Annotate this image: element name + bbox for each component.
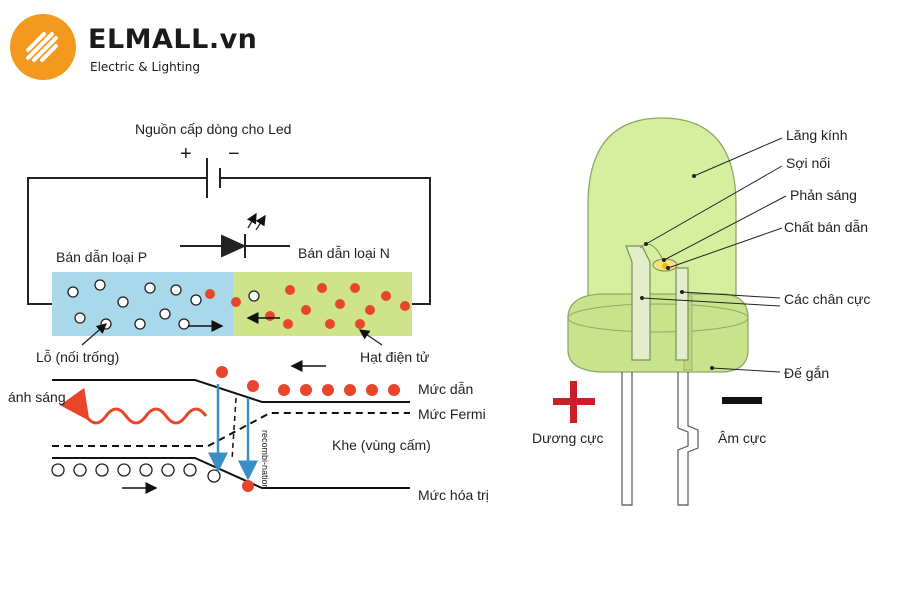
p-type-label: Bán dẫn loại P — [56, 249, 147, 265]
electron — [205, 289, 215, 299]
electron — [322, 384, 334, 396]
n-type-label: Bán dẫn loại N — [298, 245, 390, 261]
leader-lines — [641, 137, 787, 373]
hole — [144, 282, 156, 294]
hole — [117, 296, 129, 308]
bond-wire — [639, 243, 665, 263]
valence-holes — [51, 463, 221, 483]
recombination-label: recombi-nation — [260, 430, 270, 490]
valence-band — [52, 457, 410, 489]
electron — [365, 305, 375, 315]
electron — [381, 291, 391, 301]
electron — [325, 319, 335, 329]
hole — [94, 279, 106, 291]
fermi-level-line — [52, 412, 410, 447]
hole — [95, 463, 109, 477]
external-leads — [621, 372, 699, 506]
led-body — [567, 117, 749, 373]
hole-label: Lỗ (nối trống) — [36, 349, 119, 365]
hole — [207, 469, 221, 483]
hole — [170, 284, 182, 296]
circuit-wire — [27, 177, 431, 305]
light-wave — [59, 387, 208, 425]
conduction-label: Mức dẫn — [418, 381, 473, 397]
wire-label: Sợi nối — [786, 155, 830, 171]
hole — [134, 318, 146, 330]
hole-pointer — [81, 323, 107, 346]
n-region — [233, 272, 412, 336]
junction-arrows — [188, 312, 280, 332]
hole — [183, 463, 197, 477]
brand-tagline: Electric & Lighting — [90, 60, 200, 74]
electron — [317, 283, 327, 293]
leader-dots — [640, 174, 714, 370]
electron — [247, 380, 259, 392]
hole — [74, 312, 86, 324]
hole — [51, 463, 65, 477]
electron-pointer — [358, 329, 383, 346]
hole — [117, 463, 131, 477]
recombination-dash — [231, 397, 237, 461]
hole — [139, 463, 153, 477]
holes — [67, 279, 260, 330]
cathode-label: Âm cực — [718, 430, 766, 446]
hole — [178, 318, 190, 330]
fermi-label: Mức Fermi — [418, 406, 486, 422]
minus-icon — [722, 397, 762, 404]
electrons — [205, 283, 410, 329]
electron — [283, 319, 293, 329]
electron — [242, 480, 254, 492]
electron — [344, 384, 356, 396]
supply-label: Nguồn cấp dòng cho Led — [135, 121, 291, 137]
electron — [388, 384, 400, 396]
conduction-electrons — [216, 366, 400, 492]
electron — [216, 366, 228, 378]
electron-label: Hạt điện tử — [360, 349, 429, 365]
hole — [248, 290, 260, 302]
electron — [231, 297, 241, 307]
hole — [161, 463, 175, 477]
minus-terminal: − — [228, 143, 240, 165]
electron — [265, 311, 275, 321]
plus-terminal: + — [180, 143, 192, 165]
electron — [350, 283, 360, 293]
electron — [400, 301, 410, 311]
battery-icon — [206, 158, 221, 198]
light-rays-icon — [246, 212, 266, 231]
leads-label: Các chân cực — [784, 291, 870, 307]
hole — [73, 463, 87, 477]
light-label: ánh sáng — [8, 389, 66, 405]
hole — [159, 308, 171, 320]
plus-icon — [553, 381, 595, 423]
diode-icon — [180, 234, 290, 258]
reflector-label: Phản sáng — [790, 187, 857, 203]
semiconductor-label: Chất bán dẫn — [784, 219, 868, 235]
band-gap-label: Khe (vùng cấm) — [332, 437, 431, 453]
conduction-band — [52, 379, 410, 403]
logo-icon — [10, 14, 76, 80]
anode-label: Dương cực — [532, 430, 604, 446]
electron — [366, 384, 378, 396]
electron — [285, 285, 295, 295]
internal-leads — [625, 245, 689, 361]
brand-logo: ELMALL.vn Electric & Lighting — [10, 14, 257, 80]
electron — [335, 299, 345, 309]
electron — [300, 384, 312, 396]
valence-label: Mức hóa trị — [418, 487, 489, 503]
hole — [67, 286, 79, 298]
hole — [190, 294, 202, 306]
electron — [278, 384, 290, 396]
electron — [355, 319, 365, 329]
lens-label: Lăng kính — [786, 127, 848, 143]
brand-name: ELMALL.vn — [88, 24, 258, 55]
base-label: Đế gắn — [784, 365, 829, 381]
recombination-arrows — [208, 384, 258, 481]
electron — [301, 305, 311, 315]
